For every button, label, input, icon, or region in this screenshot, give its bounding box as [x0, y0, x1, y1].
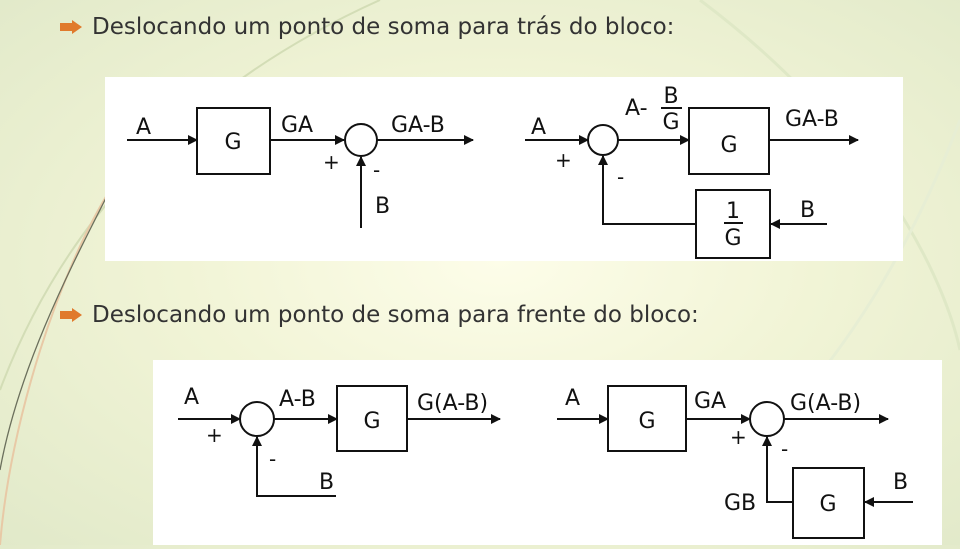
p2-right-block-label: G: [638, 409, 655, 434]
diagram-panel-1: A G GA GA-B + - B A A- B G G GA-B + - 1 …: [105, 77, 903, 261]
p1-right-frac-den: G: [662, 110, 679, 135]
p2-left-block-label: G: [363, 409, 380, 434]
p2-right-plus-sign: +: [730, 425, 747, 449]
p2-left-output-label: G(A-B): [417, 391, 488, 416]
p2-left-side-input-label: B: [319, 470, 334, 495]
p1-right-plus-sign: +: [555, 148, 572, 172]
diagram-panel-1-svg: A G GA GA-B + - B A A- B G G GA-B + - 1 …: [127, 84, 859, 259]
section-2-heading: Deslocando um ponto de soma para frente …: [60, 302, 699, 328]
p2-right-output-label: G(A-B): [790, 391, 861, 416]
p2-right-block-output-label: GA: [694, 389, 726, 414]
p1-right-feedback-input-label: B: [800, 198, 815, 223]
p2-right-feedback-output-label: GB: [724, 491, 756, 516]
diagram-panel-2: A A-B G G(A-B) + - B A G GA G(A-B) + - G…: [153, 360, 942, 545]
p2-right-input-label: A: [565, 386, 580, 411]
diagram-panel-2-svg: A A-B G G(A-B) + - B A G GA G(A-B) + - G…: [178, 385, 913, 539]
p1-right-sum-output-prefix: A-: [625, 96, 648, 121]
p1-left-input-label: A: [136, 115, 151, 140]
p2-left-plus-sign: +: [206, 423, 223, 447]
p1-right-frac-num: B: [663, 84, 678, 109]
p2-right-feedback-block-label: G: [819, 492, 836, 517]
arrow-bullet-icon: [60, 20, 82, 34]
p2-left-input-label: A: [184, 385, 199, 410]
arrow-bullet-icon: [60, 308, 82, 322]
p1-left-sum-output-label: GA-B: [391, 113, 445, 138]
p1-left-block-label: G: [224, 130, 241, 155]
p1-left-minus-sign: -: [373, 158, 380, 182]
p2-left-sum-output-label: A-B: [279, 387, 316, 412]
section-1-heading-text: Deslocando um ponto de soma para trás do…: [92, 14, 675, 40]
p1-right-feedback-num: 1: [726, 199, 740, 224]
p1-left-side-input-label: B: [375, 194, 390, 219]
p1-right-minus-sign: -: [617, 165, 624, 189]
section-2-heading-text: Deslocando um ponto de soma para frente …: [92, 302, 699, 328]
p1-left-plus-sign: +: [323, 150, 340, 174]
p2-right-minus-sign: -: [781, 437, 788, 461]
p2-left-minus-sign: -: [269, 447, 276, 471]
section-1-heading: Deslocando um ponto de soma para trás do…: [60, 14, 674, 40]
p1-left-block-output-label: GA: [281, 113, 313, 138]
p2-right-feedback-input-label: B: [893, 470, 908, 495]
p1-right-output-label: GA-B: [785, 107, 839, 132]
p1-right-feedback-den: G: [724, 226, 741, 251]
p1-right-block-label: G: [720, 133, 737, 158]
p1-right-input-label: A: [531, 115, 546, 140]
